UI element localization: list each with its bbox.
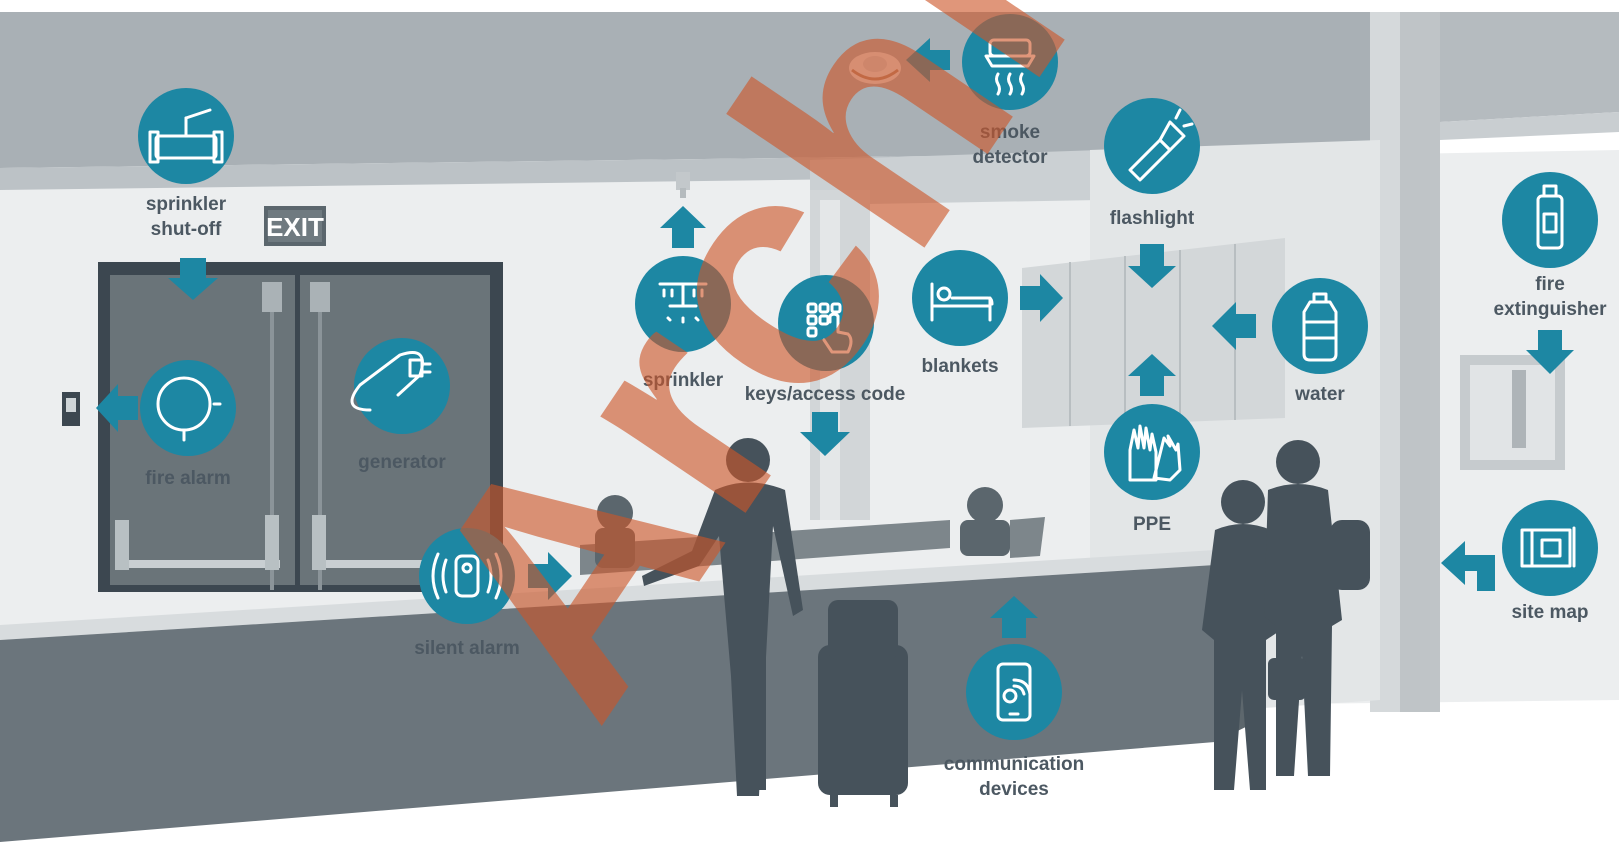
sprinkler-head: [676, 172, 690, 190]
bell-icon: [156, 376, 222, 442]
gloves-icon: [1128, 424, 1182, 482]
label-generator: generator: [358, 452, 446, 473]
keypad-icon: [806, 302, 853, 354]
arrow-right-silent-alarm: [528, 552, 572, 600]
arrow-up-communication: [990, 596, 1038, 638]
arrow-left-fire-alarm: [96, 384, 138, 432]
callout-circles: [138, 14, 1598, 740]
silent-alarm-icon: [431, 552, 503, 600]
label-smoke-detector: smoke detector: [972, 122, 1048, 168]
map-icon: [1520, 526, 1576, 568]
label-blankets: blankets: [921, 356, 999, 377]
guest-silhouette-1: [642, 438, 908, 807]
label-silent-alarm: silent alarm: [414, 638, 520, 659]
front-desk: [0, 565, 1215, 842]
arrow-left-smoke: [906, 38, 950, 82]
arrow-up-sprinkler: [660, 206, 706, 248]
bed-icon: [930, 282, 994, 322]
water-bottle-icon: [1302, 292, 1338, 362]
callout-sprinkler-shutoff: sprinkler shut-off: [0, 0, 226, 240]
guest-silhouette-2: [1202, 440, 1370, 790]
sprinkler-icon: [658, 282, 708, 324]
label-water: water: [1295, 384, 1345, 405]
supply-cabinet: [1022, 238, 1285, 428]
phone-icon: [996, 662, 1032, 722]
callout-arrows: [96, 38, 1574, 638]
valve-icon: [148, 108, 224, 164]
label-flashlight: flashlight: [1109, 208, 1195, 229]
label-fire-alarm: fire alarm: [145, 468, 231, 489]
arrow-down-shutoff: [168, 258, 218, 300]
arrow-down-extinguisher: [1526, 330, 1574, 374]
label-sprinkler: sprinkler: [642, 370, 724, 391]
smoke-detector-icon: [984, 38, 1036, 96]
label-communication-devices: communication devices: [943, 754, 1085, 800]
label-sprinkler-shutoff: sprinkler shut-off: [145, 194, 227, 240]
arrow-right-blankets: [1020, 274, 1063, 322]
label-ppe: PPE: [1132, 514, 1172, 535]
label-fire-extinguisher: fire extinguisher: [1493, 274, 1607, 320]
extinguisher-icon: [1536, 184, 1564, 250]
plug-icon: [350, 351, 432, 412]
exit-sign-text: EXIT: [266, 212, 324, 242]
arrow-down-flashlight: [1128, 244, 1176, 288]
label-site-map: site map: [1511, 602, 1589, 623]
arrow-up-ppe: [1128, 354, 1176, 396]
label-keys-access-code: keys/access code: [744, 384, 906, 405]
arrow-left-site-map: [1441, 541, 1495, 591]
flashlight-icon: [1128, 108, 1194, 182]
arrow-left-water: [1212, 302, 1256, 350]
arrow-down-keys: [800, 412, 850, 456]
